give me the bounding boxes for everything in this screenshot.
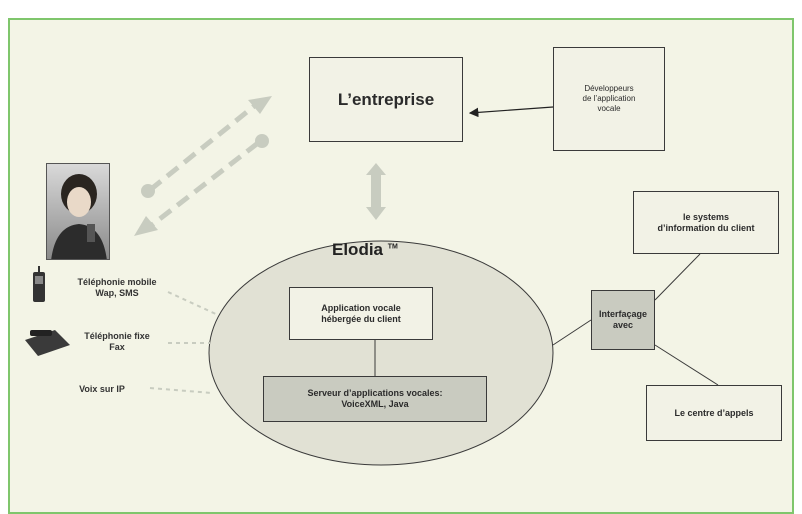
app-hosted-box: Application vocale hébergée du client xyxy=(289,287,433,340)
developers-box: Développeurs de l’application vocale xyxy=(553,47,665,151)
fixed-label: Téléphonie fixe Fax xyxy=(84,331,150,352)
dashed-arrow-up xyxy=(148,101,260,192)
person-portrait xyxy=(46,163,110,260)
dashed-arrow-down xyxy=(146,141,260,230)
double-arrow-top xyxy=(366,163,386,175)
voip-link xyxy=(149,387,213,394)
elodia-interface-line xyxy=(552,319,592,346)
double-arrow-shaft xyxy=(371,173,381,209)
dev-arrow xyxy=(468,106,554,118)
arrow-tail-dot-2 xyxy=(255,134,269,148)
server-label: Serveur d’applications vocales: VoiceXML… xyxy=(307,388,443,409)
interface-callcenter-line xyxy=(654,344,719,386)
mobile-link xyxy=(167,291,219,316)
arrow-tail-dot xyxy=(141,184,155,198)
arrowhead-up xyxy=(248,96,272,114)
elodia-label: Elodia xyxy=(332,240,384,259)
voip-label: Voix sur IP xyxy=(79,384,125,394)
mobile-phone-icon xyxy=(33,266,45,302)
enterprise-box: L’entreprise xyxy=(309,57,463,142)
interface-systems-line xyxy=(654,253,701,301)
enterprise-label: L’entreprise xyxy=(337,89,435,109)
interface-box: Interfaçage avec xyxy=(591,290,655,350)
double-arrow-bottom xyxy=(366,207,386,220)
interface-label: Interfaçage avec xyxy=(598,309,648,330)
call-center-box: Le centre d’appels xyxy=(646,385,782,441)
server-box: Serveur d’applications vocales: VoiceXML… xyxy=(263,376,487,422)
client-systems-box: le systems d’information du client xyxy=(633,191,779,254)
client-systems-label: le systems d’information du client xyxy=(657,211,755,233)
app-hosted-label: Application vocale hébergée du client xyxy=(321,302,401,324)
person-silhouette-icon xyxy=(51,174,107,259)
mobile-label: Téléphonie mobile Wap, SMS xyxy=(77,277,157,298)
call-center-label: Le centre d’appels xyxy=(674,407,754,418)
elodia-title: Elodia TM xyxy=(332,240,398,260)
elodia-ellipse xyxy=(208,240,554,466)
desk-phone-icon xyxy=(25,330,70,356)
developers-label: Développeurs de l’application vocale xyxy=(582,84,636,113)
arrowhead-down xyxy=(134,216,158,236)
trademark-mark: TM xyxy=(387,243,398,251)
